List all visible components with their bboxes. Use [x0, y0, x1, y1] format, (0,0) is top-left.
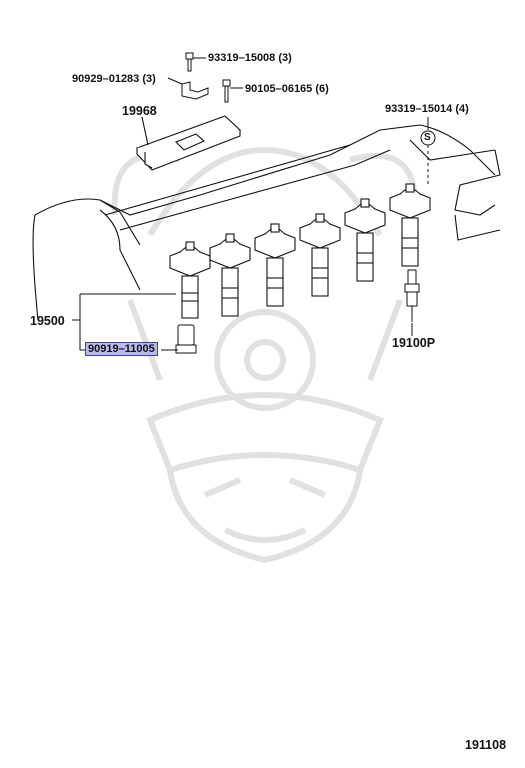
bolt-93319-15014-drawing — [420, 117, 436, 185]
coil-1 — [169, 241, 211, 319]
boot-90919-11005-drawing — [175, 324, 197, 354]
coil-3 — [254, 223, 296, 307]
label-bracket-90929-01283[interactable]: 90929–01283 (3) — [72, 73, 156, 85]
coil-5 — [344, 198, 386, 282]
spark-plug-19100P-drawing — [404, 269, 420, 322]
label-cover-19968[interactable]: 19968 — [122, 104, 157, 118]
label-spark-plug-19100P[interactable]: 19100P — [392, 336, 436, 350]
bracket-90929-01283-drawing — [167, 77, 209, 100]
leader-lines — [72, 293, 413, 351]
cover-19968-drawing — [136, 115, 242, 171]
bolt-93319-15008-drawing — [185, 52, 206, 72]
coil-2 — [209, 233, 251, 317]
label-coil-19500[interactable]: 19500 — [30, 314, 65, 328]
diagram-id: 191108 — [465, 738, 507, 752]
bolt-90105-06165-drawing — [222, 79, 243, 103]
label-highlighted-part[interactable]: 90919–11005 — [85, 342, 158, 356]
label-bolt-90105-06165[interactable]: 90105–06165 (6) — [245, 83, 329, 95]
ignition-coils — [169, 183, 431, 319]
coil-4 — [299, 213, 341, 297]
label-bolt-93319-15014[interactable]: 93319–15014 (4) — [385, 103, 469, 115]
coil-6 — [389, 183, 431, 267]
cylinder-head-outline — [32, 124, 501, 321]
s-mark-label: S — [424, 132, 431, 143]
label-bolt-93319-15008[interactable]: 93319–15008 (3) — [208, 52, 292, 64]
